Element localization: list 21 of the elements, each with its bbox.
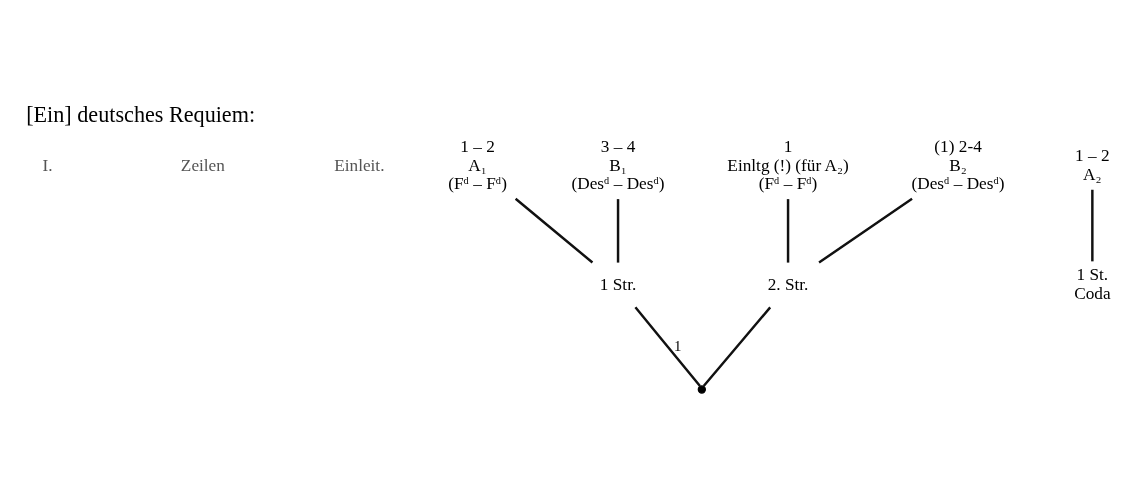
node-text: 1 Einltg (!) (für A₂) (Fᵈ – Fᵈ) <box>727 136 849 193</box>
connector <box>702 306 772 387</box>
label: Einleit. <box>334 155 385 175</box>
node-text: (1) 2-4 B₂ (Desᵈ – Desᵈ) <box>911 136 1005 193</box>
node-text: 1 Str. <box>599 274 637 294</box>
connector <box>634 306 701 387</box>
connector <box>616 198 620 263</box>
connector <box>514 197 594 263</box>
node-text: 2. Str. <box>767 274 809 294</box>
node-text: 1 – 2 A₂ <box>1075 145 1110 184</box>
connector <box>818 197 913 263</box>
node-text: 1 St. Coda <box>1074 264 1111 303</box>
node-text: 3 – 4 B₁ (Desᵈ – Desᵈ) <box>571 136 665 193</box>
label: I. <box>42 155 53 175</box>
connector <box>1091 189 1094 261</box>
node-text: 1 – 2 A₁ (Fᵈ – Fᵈ) <box>448 136 507 193</box>
node-point <box>697 384 706 394</box>
connector <box>786 198 790 263</box>
edge-label: 1 <box>674 337 682 354</box>
label: Zeilen <box>180 155 225 175</box>
diagram-title: [Ein] deutsches Requiem: <box>26 101 256 127</box>
